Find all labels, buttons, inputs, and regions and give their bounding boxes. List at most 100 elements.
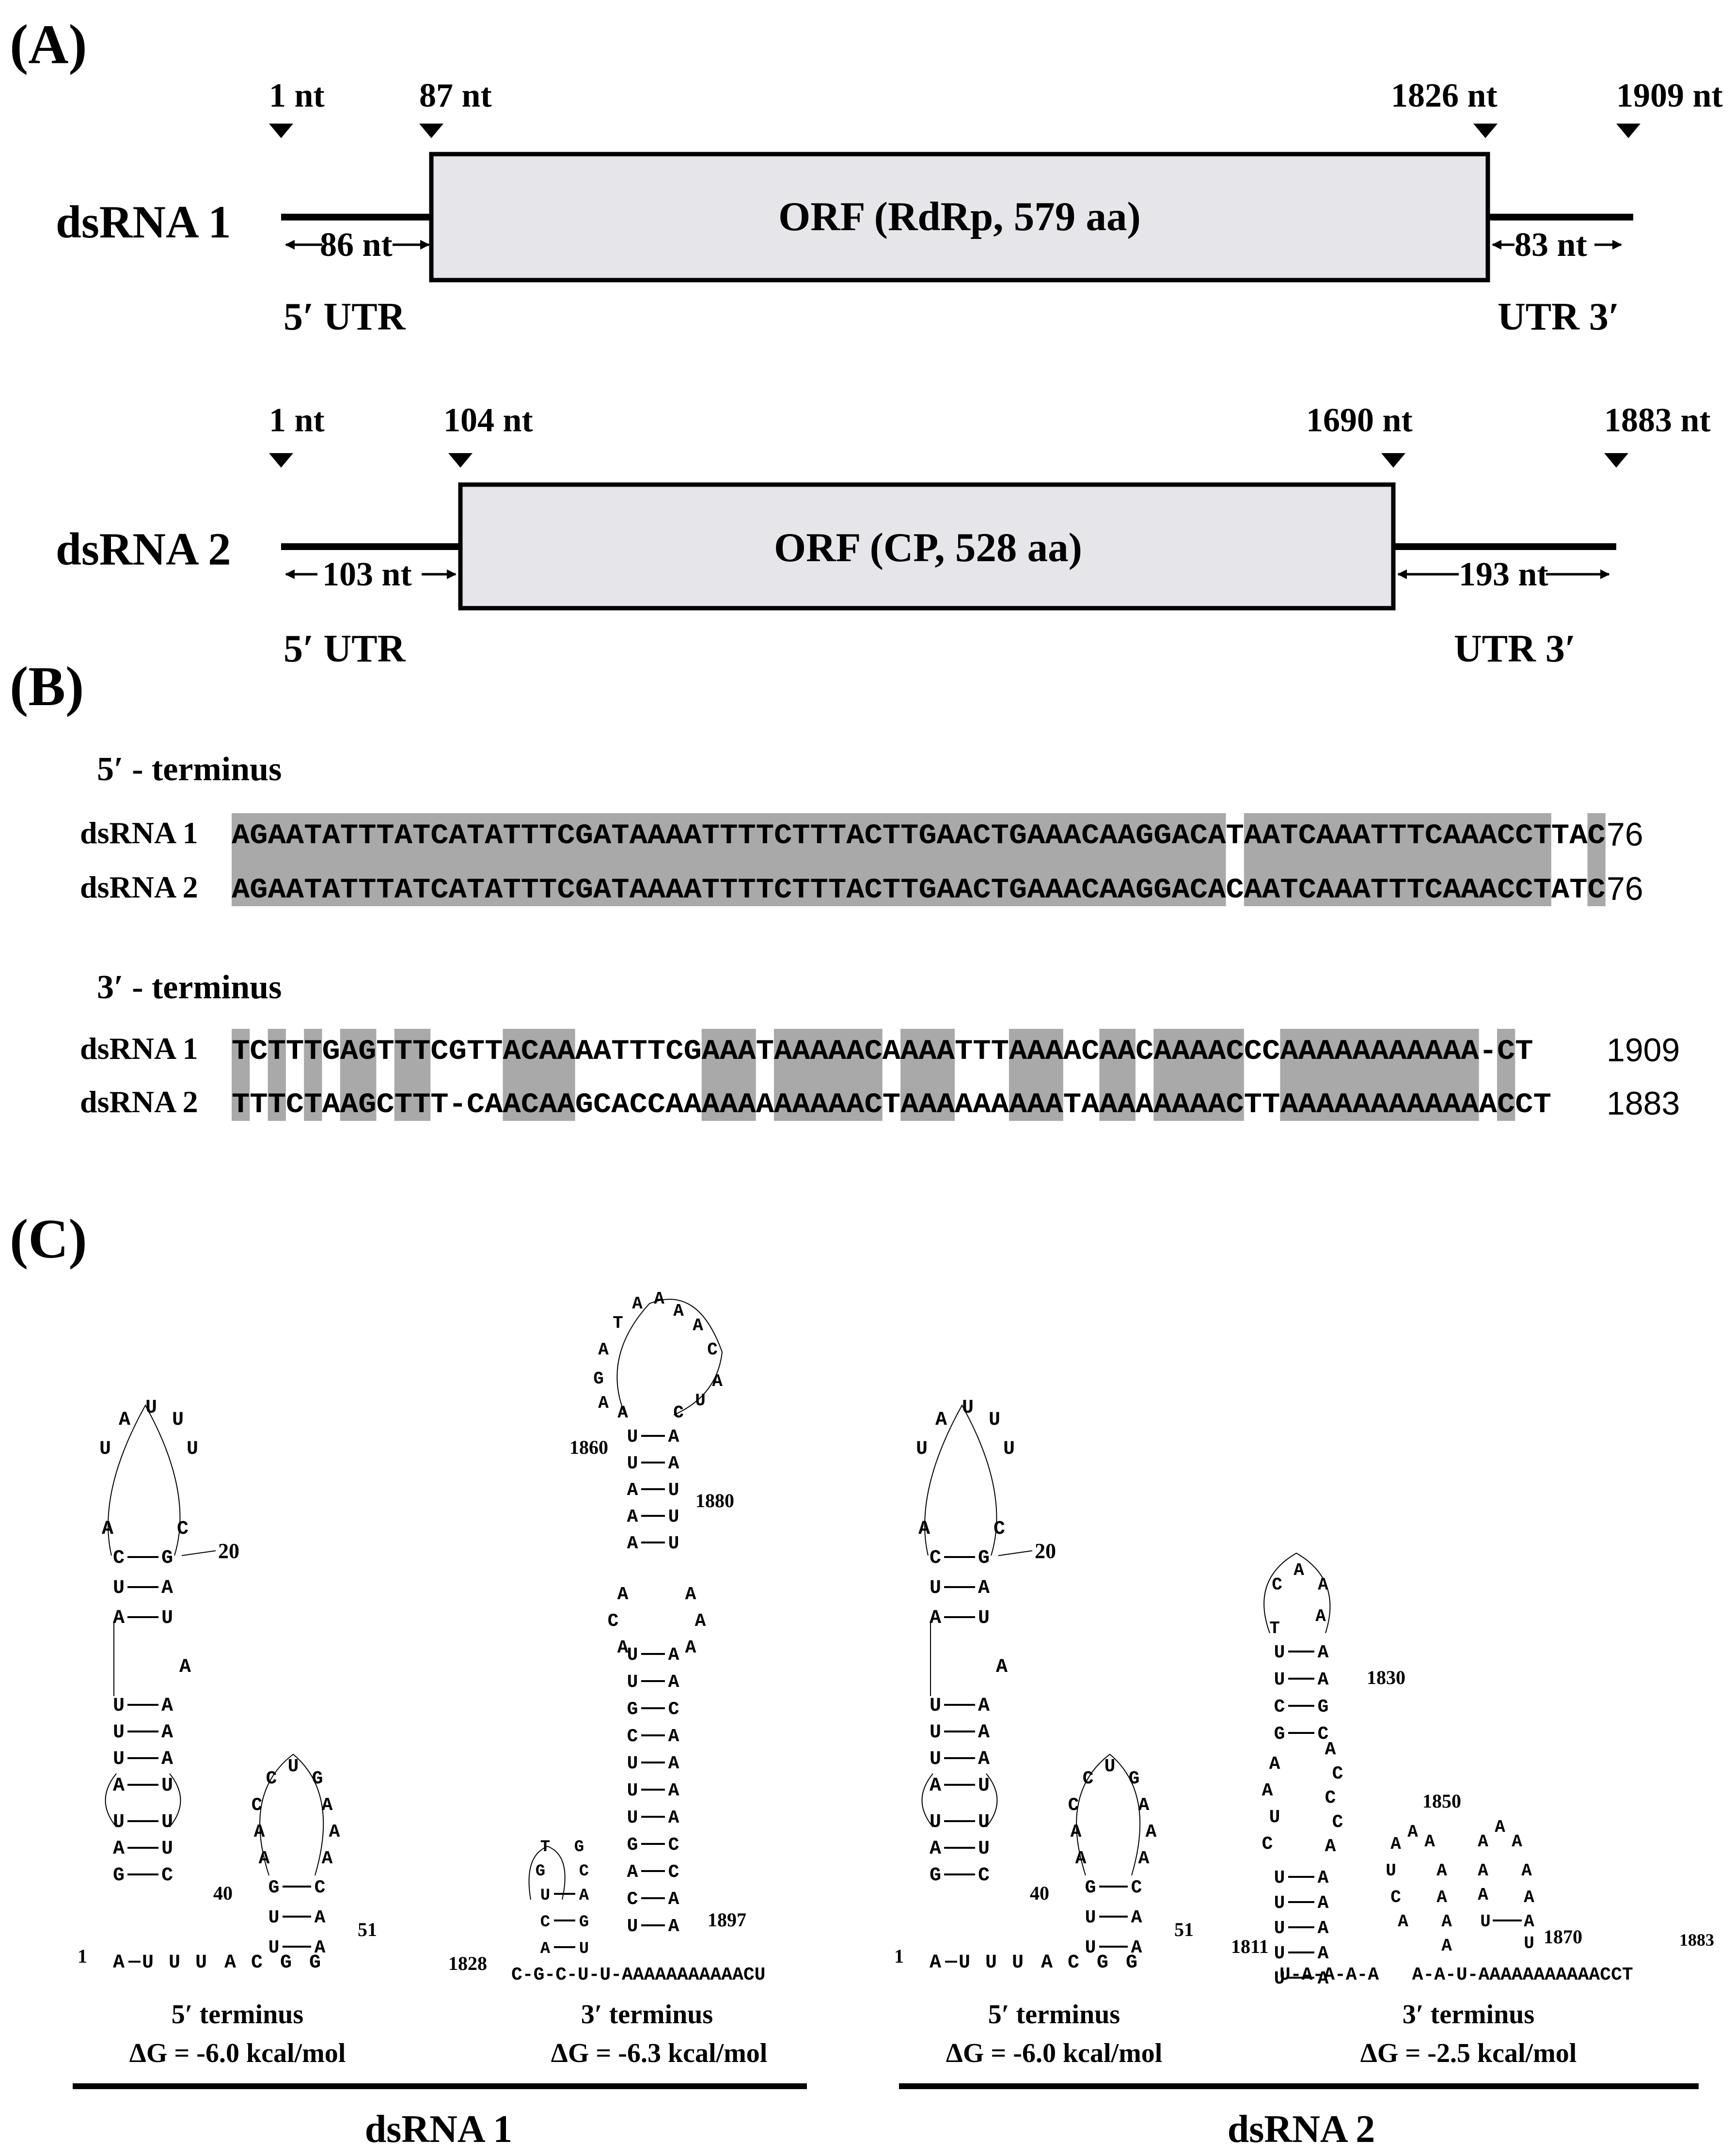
nucleotide: U <box>268 1907 280 1928</box>
backbone <box>924 1404 997 1556</box>
nucleotide: A <box>179 1656 191 1678</box>
dsrna1-label: dsRNA 1 <box>56 196 231 248</box>
nucleotide: A <box>1521 1861 1532 1881</box>
nucleotide: U <box>172 1409 184 1431</box>
nucleotide: A <box>1269 1754 1280 1775</box>
seq-row-label: dsRNA 2 <box>80 1085 198 1119</box>
nucleotide: G <box>1129 1768 1140 1789</box>
nucleotide: G <box>1274 1724 1285 1745</box>
identity-shade <box>1099 1029 1136 1121</box>
nucleotide: C <box>627 1889 638 1910</box>
identity-shade <box>1587 813 1606 906</box>
utr3-length: 83 nt <box>1514 226 1587 264</box>
nucleotide: A <box>978 1748 990 1770</box>
nucleotide: A <box>668 1427 679 1448</box>
nucleotide: A <box>1524 1912 1534 1932</box>
nucleotide: A <box>1495 1817 1505 1837</box>
structure-dg: ΔG = -6.0 kcal/mol <box>946 2038 1163 2068</box>
nucleotide: A <box>1478 1885 1488 1905</box>
identity-shade <box>1153 1029 1244 1121</box>
nucleotide: A <box>930 1838 941 1860</box>
nucleotide: G <box>536 1862 545 1881</box>
nucleotide: U <box>695 1391 706 1411</box>
nucleotide: U <box>1480 1912 1491 1932</box>
nucleotide: U <box>627 1672 638 1693</box>
nucleotide: C <box>252 1795 263 1816</box>
nucleotide: A <box>113 1607 125 1629</box>
nucleotide: A <box>1325 1836 1336 1857</box>
marker-label: 1909 nt <box>1616 77 1723 114</box>
identity-shade <box>394 1029 431 1121</box>
nucleotide: A <box>668 1889 679 1910</box>
structure-dg: ΔG = -6.3 kcal/mol <box>551 2038 768 2068</box>
nucleotide: C <box>1318 1724 1329 1745</box>
nucleotide: C <box>251 1952 263 1974</box>
nucleotide: A <box>1318 1642 1329 1663</box>
nucleotide: U <box>627 1645 638 1666</box>
position-marker <box>419 124 443 138</box>
nucleotide: A <box>1138 1848 1150 1869</box>
nucleotide: U <box>268 1937 280 1958</box>
nucleotide: A <box>685 1637 696 1658</box>
identity-shade <box>900 1029 955 1121</box>
nucleotide: A <box>1318 1669 1329 1690</box>
nucleotide: A <box>918 1518 930 1540</box>
nucleotide: C <box>1068 1795 1079 1816</box>
leader-line <box>998 1550 1033 1556</box>
nucleotide: A <box>315 1907 326 1928</box>
nucleotide: U <box>916 1438 928 1460</box>
position-number: 51 <box>1174 1919 1194 1940</box>
nucleotide: G <box>1318 1697 1329 1717</box>
nucleotide: A <box>1262 1780 1273 1801</box>
nucleotide: A <box>113 1775 125 1797</box>
nucleotide: C <box>579 1862 589 1881</box>
nucleotide: U <box>1274 1868 1285 1888</box>
sequence-row: TTTCTAAGCTTT-CAACAAGCACCAAAAAAAAAAACTAAA… <box>232 1089 1551 1121</box>
nucleotide: C <box>1325 1788 1336 1809</box>
nucleotide: U <box>1012 1952 1024 1974</box>
identity-shade <box>268 1029 286 1121</box>
utr3-label: UTR 3′ <box>1454 628 1576 670</box>
nucleotide: U <box>930 1695 941 1717</box>
position-number: 20 <box>1035 1539 1056 1563</box>
nucleotide: A <box>668 1808 679 1828</box>
nucleotide: C <box>1083 1768 1094 1789</box>
nucleotide: A <box>1441 1936 1452 1956</box>
nucleotide: A <box>161 1577 173 1599</box>
nucleotide: U <box>668 1507 679 1527</box>
structure-caption: 3′ terminus <box>1403 1999 1534 2030</box>
nucleotide: U <box>113 1722 125 1744</box>
nucleotide: U <box>668 1480 679 1501</box>
nucleotide: A <box>930 1607 941 1629</box>
five-prime-title: 5′ - terminus <box>97 751 282 788</box>
identity-shade <box>304 1029 322 1121</box>
nucleotide: A <box>930 1952 941 1974</box>
nucleotide: A <box>315 1937 326 1958</box>
three-prime-alignment: TCTTTGAGTTTCGTTACAAAATTTCGAAATAAAAACAAAA… <box>232 1029 1551 1121</box>
sequence-row: TCTTTGAGTTTCGTTACAAAATTTCGAAATAAAAACAAAA… <box>232 1036 1533 1068</box>
nucleotide: U <box>959 1952 970 1974</box>
nucleotide: U <box>579 1940 589 1958</box>
nucleotide: A <box>695 1611 706 1632</box>
seq-end-position: 76 <box>1607 870 1643 907</box>
nucleotide: A <box>322 1848 333 1869</box>
nucleotide: A <box>632 1294 643 1314</box>
nucleotide: C <box>1068 1952 1079 1974</box>
orf-label: ORF (RdRp, 579 aa) <box>778 194 1141 239</box>
nucleotide: G <box>579 1913 589 1932</box>
sequence-row: AGAATATTTATCATATTTCGATAAAATTTTCTTTACTTGA… <box>232 820 1606 852</box>
nucleotide: U <box>962 1397 974 1419</box>
identity-shade <box>232 1029 250 1121</box>
nucleotide: A <box>322 1795 333 1816</box>
position-number: 1830 <box>1367 1667 1405 1688</box>
structure-caption: 5′ terminus <box>988 1999 1120 2030</box>
nucleotide: A <box>1512 1832 1522 1852</box>
three-prime-title: 3′ - terminus <box>97 969 282 1006</box>
nucleotide: U <box>161 1775 173 1797</box>
nucleotide: U <box>930 1722 941 1744</box>
